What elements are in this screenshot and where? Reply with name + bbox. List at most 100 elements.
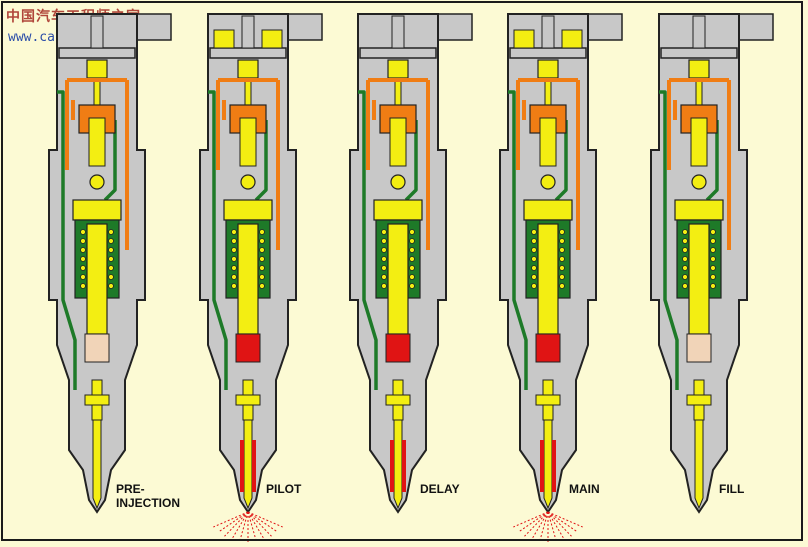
- check-ball: [691, 174, 707, 190]
- armature: [237, 59, 259, 79]
- pressure-chamber: [84, 333, 110, 363]
- injector-2: [199, 13, 323, 542]
- fuel-spray-line: [547, 511, 565, 540]
- spring-coil: [409, 238, 415, 244]
- control-piston: [239, 117, 257, 167]
- fuel-spray-line: [547, 511, 557, 542]
- nozzle-fuel: [540, 440, 556, 492]
- spring-coil: [710, 229, 716, 235]
- fuel-spray-line: [531, 511, 549, 540]
- solenoid-yoke: [509, 47, 587, 59]
- solenoid-coil-right: [561, 29, 583, 49]
- fuel-spray-line: [217, 511, 249, 533]
- spring-coil: [80, 247, 86, 253]
- armature-spring: [692, 15, 706, 49]
- leak-off-line: [57, 90, 117, 390]
- connector-housing: [437, 13, 473, 41]
- leak-off-line: [659, 90, 719, 390]
- spring-coil: [80, 274, 86, 280]
- connector-housing: [738, 13, 774, 41]
- spring-coil: [231, 256, 237, 262]
- fuel-supply-line: [216, 78, 280, 250]
- spring-coil: [559, 256, 565, 262]
- solenoid-yoke: [58, 47, 136, 59]
- spring-coil: [231, 247, 237, 253]
- spring-coil: [80, 256, 86, 262]
- valve-stem: [93, 77, 101, 109]
- leak-off-line: [358, 90, 418, 390]
- connector-housing: [587, 13, 623, 41]
- stage-label-delay: DELAY: [420, 482, 460, 496]
- valve-stem: [544, 77, 552, 109]
- spring-coil: [559, 283, 565, 289]
- spring-coil: [381, 247, 387, 253]
- valve-stem: [244, 77, 252, 109]
- spring-cap: [674, 199, 724, 221]
- plunger: [387, 223, 409, 335]
- spring-coil: [108, 265, 114, 271]
- spring-cap: [223, 199, 273, 221]
- spring-coil: [409, 256, 415, 262]
- spring-coil: [259, 247, 265, 253]
- pressure-chamber: [385, 333, 411, 363]
- fuel-spray-line: [547, 511, 579, 533]
- needle-collar: [535, 394, 561, 406]
- fuel-spray-line: [247, 511, 279, 533]
- fuel-spray-line: [547, 511, 572, 537]
- spring-coil: [710, 283, 716, 289]
- spring-coil: [559, 265, 565, 271]
- check-ball: [390, 174, 406, 190]
- fuel-supply-line: [65, 78, 129, 250]
- spring-coil: [559, 247, 565, 253]
- spring-coil: [381, 229, 387, 235]
- armature-spring: [541, 15, 555, 49]
- solenoid-yoke: [209, 47, 287, 59]
- spring-coil: [381, 265, 387, 271]
- spring-coil: [710, 247, 716, 253]
- fuel-spray-line: [247, 511, 265, 540]
- spring-coil: [259, 238, 265, 244]
- fuel-spray-line: [539, 511, 549, 542]
- plunger: [688, 223, 710, 335]
- spring-coil: [531, 265, 537, 271]
- spring-coil: [108, 256, 114, 262]
- valve-stem: [695, 77, 703, 109]
- nozzle-needle: [243, 419, 253, 510]
- fuel-spray-line: [213, 511, 249, 528]
- fuel-spray-line: [517, 511, 549, 533]
- spring-coil: [710, 265, 716, 271]
- spring-coil: [231, 238, 237, 244]
- fuel-spray-line: [524, 511, 549, 537]
- nozzle-needle: [92, 419, 102, 510]
- spring-coil: [559, 229, 565, 235]
- spring-coil: [682, 274, 688, 280]
- spring-coil: [710, 274, 716, 280]
- fuel-spray-line: [247, 511, 272, 537]
- spring-coil: [682, 265, 688, 271]
- fuel-spray-line: [547, 511, 583, 528]
- spring-coil: [531, 283, 537, 289]
- spring-coil: [108, 274, 114, 280]
- spring-coil: [682, 247, 688, 253]
- spring-coil: [259, 265, 265, 271]
- spring-coil: [682, 229, 688, 235]
- injector-4: [499, 13, 623, 542]
- spring-coil: [259, 283, 265, 289]
- control-piston: [690, 117, 708, 167]
- control-piston: [88, 117, 106, 167]
- injector-1: [48, 13, 172, 514]
- spring-coil: [80, 265, 86, 271]
- check-ball: [89, 174, 105, 190]
- pressure-chamber: [686, 333, 712, 363]
- injector-3: [349, 13, 473, 514]
- needle-collar: [84, 394, 110, 406]
- plunger: [537, 223, 559, 335]
- spring-coil: [80, 238, 86, 244]
- pressure-chamber: [535, 333, 561, 363]
- nozzle-fuel: [240, 440, 256, 492]
- nozzle-needle: [694, 419, 704, 510]
- fuel-supply-line: [366, 78, 430, 250]
- spring-coil: [381, 274, 387, 280]
- check-ball: [240, 174, 256, 190]
